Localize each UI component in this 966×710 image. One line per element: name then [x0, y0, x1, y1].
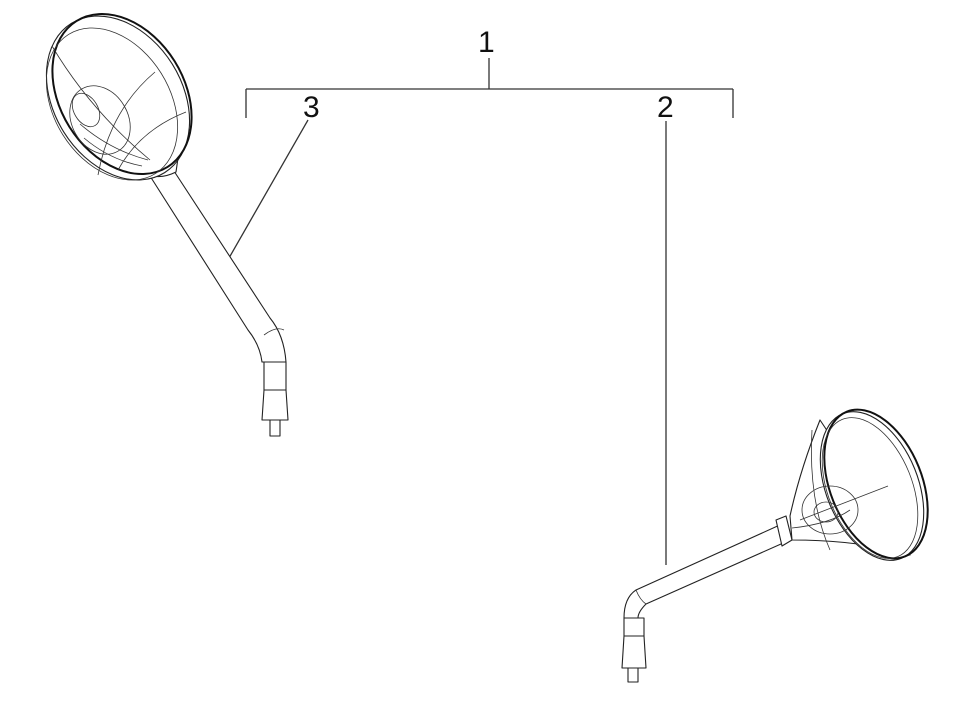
- right-mirror: [621, 408, 929, 683]
- callout-2-label: 2: [657, 91, 674, 124]
- callout-1-bracket: [245, 58, 734, 118]
- callout-3-leader: [228, 119, 309, 259]
- callout-1-label: 1: [478, 26, 495, 59]
- left-mirror: [45, 13, 289, 437]
- callout-3-label: 3: [303, 91, 320, 124]
